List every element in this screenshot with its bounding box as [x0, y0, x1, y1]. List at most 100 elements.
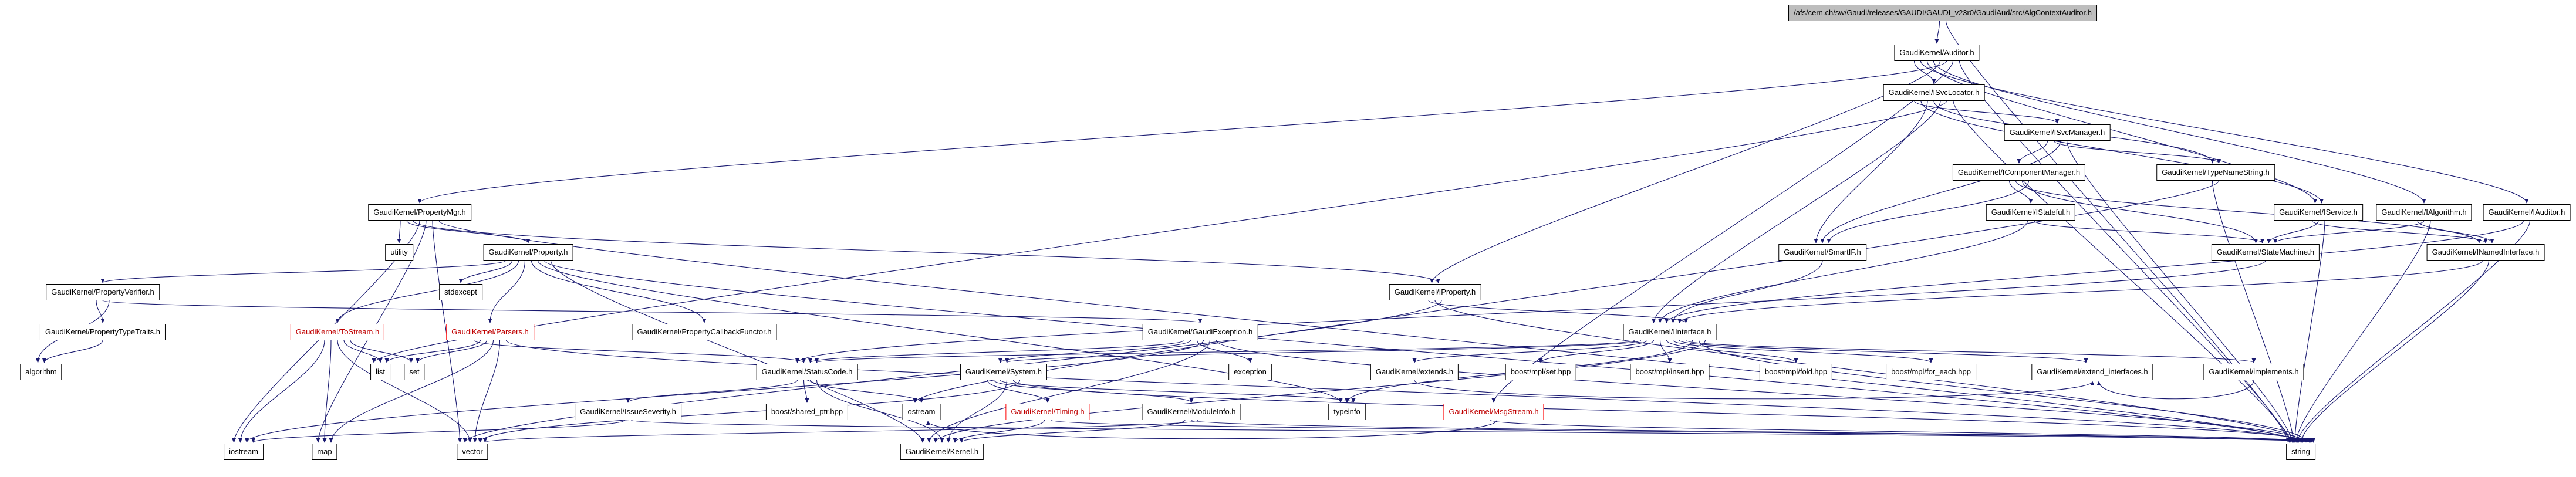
include-edge: [2212, 180, 2296, 443]
include-edge: [1191, 420, 2314, 443]
include-file-node[interactable]: GaudiKernel/IAuditor.h: [2483, 204, 2571, 221]
include-edge: [1671, 260, 1823, 323]
include-edge: [933, 340, 1706, 443]
include-edge: [329, 340, 494, 443]
include-edge: [537, 260, 1343, 403]
include-file-node[interactable]: GaudiKernel/IInterface.h: [1623, 324, 1717, 340]
include-file-node[interactable]: GaudiKernel/IComponentManager.h: [1952, 164, 2086, 181]
include-edge: [335, 260, 519, 323]
include-file-node[interactable]: GaudiKernel/IssueSeverity.h: [575, 404, 681, 420]
include-edge: [2293, 220, 2325, 443]
include-edge: [1926, 60, 2317, 204]
include-file-node[interactable]: GaudiKernel/PropertyTypeTraits.h: [39, 324, 166, 340]
include-file-node[interactable]: GaudiKernel/IProperty.h: [1389, 284, 1481, 300]
include-file-node[interactable]: GaudiKernel/System.h: [960, 364, 1048, 380]
include-edge: [2417, 220, 2494, 243]
include-edge: [1434, 300, 2305, 443]
include-file-node: list: [370, 364, 390, 380]
include-edge: [809, 380, 924, 403]
include-edge: [1820, 140, 2061, 243]
include-file-node[interactable]: GaudiKernel/extend_interfaces.h: [2031, 364, 2153, 380]
include-file-node: stdexcept: [439, 284, 482, 300]
include-file-node: boost/shared_ptr.hpp: [765, 404, 849, 420]
include-file-node[interactable]: GaudiKernel/GaudiException.h: [1142, 324, 1258, 340]
include-file-node[interactable]: GaudiKernel/INamedInterface.h: [2426, 244, 2545, 261]
include-edge: [816, 380, 944, 443]
include-file-node: boost/mpl/fold.hpp: [1759, 364, 1833, 380]
include-edge: [488, 260, 526, 323]
include-edge: [1428, 300, 1688, 323]
include-file-node[interactable]: GaudiKernel/ModuleInfo.h: [1142, 404, 1241, 420]
include-edge: [795, 260, 2266, 363]
include-file-node[interactable]: GaudiKernel/ISvcManager.h: [2004, 124, 2111, 141]
include-file-node[interactable]: GaudiKernel/Auditor.h: [1894, 45, 1980, 61]
include-edge: [808, 340, 1185, 363]
include-file-node[interactable]: GaudiKernel/StateMachine.h: [2211, 244, 2320, 261]
include-edge: [2294, 220, 2431, 443]
include-file-node[interactable]: GaudiKernel/IStateful.h: [1986, 204, 2076, 221]
include-file-node[interactable]: GaudiKernel/IService.h: [2274, 204, 2363, 221]
include-edge: [472, 340, 501, 443]
include-edge: [473, 340, 806, 363]
include-file-node: algorithm: [20, 364, 62, 380]
include-file-node[interactable]: GaudiKernel/PropertyCallbackFunctor.h: [632, 324, 777, 340]
include-edge: [815, 340, 1635, 363]
include-edge: [343, 340, 383, 363]
include-file-node[interactable]: GaudiKernel/Timing.h: [1005, 404, 1090, 420]
include-file-node[interactable]: GaudiKernel/PropertyVerifier.h: [46, 284, 160, 300]
include-edge: [2008, 180, 2033, 204]
include-file-node: map: [312, 444, 337, 460]
include-edge: [1914, 100, 2060, 124]
include-file-node[interactable]: GaudiKernel/TypeNameString.h: [2156, 164, 2275, 181]
include-edge: [417, 60, 1947, 204]
include-file-node: boost/mpl/for_each.hpp: [1886, 364, 1976, 380]
include-file-node[interactable]: GaudiKernel/Property.h: [483, 244, 573, 261]
include-edge: [1913, 60, 1936, 84]
include-file-node: boost/mpl/insert.hpp: [1630, 364, 1710, 380]
include-edge: [1672, 340, 1933, 363]
include-edge: [350, 340, 413, 363]
include-edge: [626, 380, 798, 403]
include-edge: [1814, 100, 1928, 243]
include-edge: [1953, 100, 2293, 443]
include-file-node[interactable]: GaudiKernel/extends.h: [1370, 364, 1459, 380]
include-edge: [1827, 180, 2030, 243]
include-edge: [550, 260, 925, 443]
main-file-node: /afs/cern.ch/sw/Gaudi/releases/GAUDI/GAU…: [1788, 5, 2097, 21]
include-file-node: exception: [1228, 364, 1272, 380]
include-file-node[interactable]: GaudiKernel/IAlgorithm.h: [2376, 204, 2472, 221]
include-edge: [2033, 220, 2264, 243]
include-edge: [2267, 220, 2319, 243]
include-file-node[interactable]: GaudiKernel/MsgStream.h: [1443, 404, 1544, 420]
include-edge: [1000, 380, 1356, 403]
include-edge: [1490, 420, 2315, 443]
include-file-node[interactable]: GaudiKernel/Kernel.h: [900, 444, 984, 460]
include-edge: [505, 340, 2306, 443]
include-edge: [2299, 260, 2490, 443]
include-file-node: set: [404, 364, 425, 380]
include-file-node[interactable]: GaudiKernel/implements.h: [2203, 364, 2304, 380]
include-file-node[interactable]: GaudiKernel/PropertyMgr.h: [368, 204, 471, 221]
include-edge: [1665, 220, 2524, 323]
include-file-node[interactable]: GaudiKernel/Parsers.h: [446, 324, 534, 340]
include-edge: [245, 340, 1204, 443]
include-edge: [406, 220, 531, 243]
include-edge: [322, 340, 332, 443]
include-edge: [1920, 60, 2529, 204]
include-edge: [630, 420, 2311, 443]
include-edge: [959, 420, 1186, 443]
include-edge: [1005, 340, 1642, 363]
include-edge: [397, 220, 401, 243]
include-edge: [2017, 140, 2048, 164]
include-edge: [1652, 100, 1941, 323]
include-file-node[interactable]: GaudiKernel/ToStream.h: [290, 324, 385, 340]
include-file-node[interactable]: GaudiKernel/SmartIF.h: [1778, 244, 1866, 261]
include-edge: [927, 340, 1211, 443]
include-edge: [803, 380, 809, 403]
include-edge: [337, 340, 472, 443]
include-file-node[interactable]: GaudiKernel/ISvcLocator.h: [1883, 84, 1985, 101]
include-file-node[interactable]: GaudiKernel/StatusCode.h: [756, 364, 858, 380]
include-edge: [1012, 380, 2310, 443]
